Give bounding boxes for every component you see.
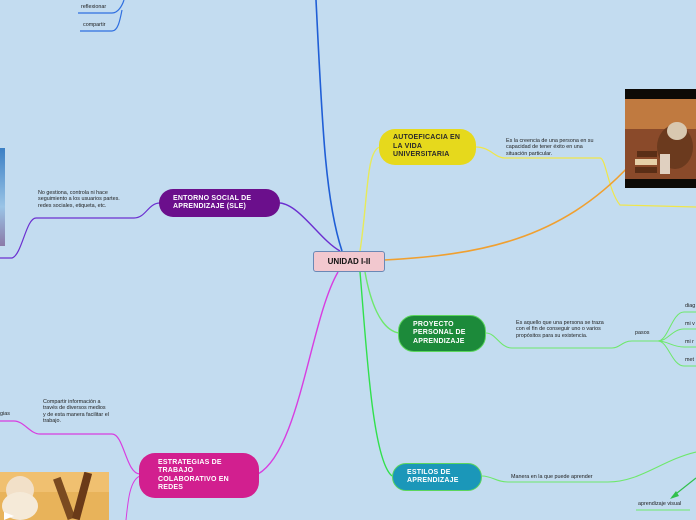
leaf-aprendizaje-visual[interactable]: aprendizaje visual: [638, 501, 681, 507]
gradient-image: [0, 148, 5, 246]
node-estilos-label: ESTILOS DE APRENDIZAJE: [407, 469, 467, 486]
leaf-left-cut[interactable]: gias: [0, 411, 10, 417]
leaf-compartir[interactable]: compartir: [83, 22, 105, 28]
leaf-paso-3[interactable]: mi r: [685, 339, 694, 345]
autoeficacia-description[interactable]: Es la creencia de una persona en su capa…: [506, 138, 596, 157]
estrategias-description[interactable]: Compartir información a través de divers…: [43, 399, 109, 425]
proyecto-description[interactable]: Es aquello que una persona se traza con …: [516, 320, 606, 339]
node-entorno-label: ENTORNO SOCIAL DE APRENDIZAJE (SLE): [173, 195, 266, 212]
leaf-paso-4[interactable]: met: [685, 357, 694, 363]
estrategias-line: [258, 272, 338, 474]
node-proyecto-label: PROYECTO PERSONAL DE APRENDIZAJE: [413, 321, 471, 347]
node-estilos[interactable]: ESTILOS DE APRENDIZAJE: [392, 463, 482, 491]
entorno-description[interactable]: No gestiona, controla ni hace seguimient…: [38, 190, 130, 209]
entorno-line: [280, 203, 340, 251]
leaf-paso-1[interactable]: diag: [685, 303, 695, 309]
entorno-leaf-line: [0, 203, 160, 258]
estrategias-leaf-line: [0, 421, 140, 474]
node-autoeficacia[interactable]: AUTOEFICACIA EN LA VIDA UNIVERSITARIA: [379, 129, 476, 165]
estrategias-video-thumbnail[interactable]: [0, 472, 109, 520]
cartoon-image: [0, 472, 109, 520]
estilos-line: [360, 272, 392, 476]
left-edge-image[interactable]: [0, 148, 5, 246]
central-node[interactable]: UNIDAD I-II: [313, 251, 385, 272]
estilos-description[interactable]: Manera en la que puede aprender: [511, 474, 593, 480]
leaf-pasos[interactable]: pasos: [635, 330, 649, 336]
node-estrategias-label: ESTRATEGIAS DE TRABAJO COLABORATIVO EN R…: [158, 459, 245, 493]
leaf-paso-2[interactable]: mi v: [685, 321, 695, 327]
node-proyecto[interactable]: PROYECTO PERSONAL DE APRENDIZAJE: [398, 315, 486, 352]
autoeficacia-line: [360, 147, 380, 251]
node-autoeficacia-label: AUTOEFICACIA EN LA VIDA UNIVERSITARIA: [393, 134, 462, 160]
blue-branch-line: [316, 0, 342, 251]
node-entorno[interactable]: ENTORNO SOCIAL DE APRENDIZAJE (SLE): [159, 189, 280, 217]
proyecto-line: [365, 272, 399, 333]
leaf-reflexionar[interactable]: reflexionar: [81, 4, 106, 10]
estrategias-leaf-line: [126, 476, 140, 520]
orange-branch-line: [384, 165, 630, 260]
autoeficacia-video-thumbnail[interactable]: [625, 89, 696, 188]
cartoon-image: [625, 89, 696, 188]
node-estrategias[interactable]: ESTRATEGIAS DE TRABAJO COLABORATIVO EN R…: [139, 453, 259, 498]
